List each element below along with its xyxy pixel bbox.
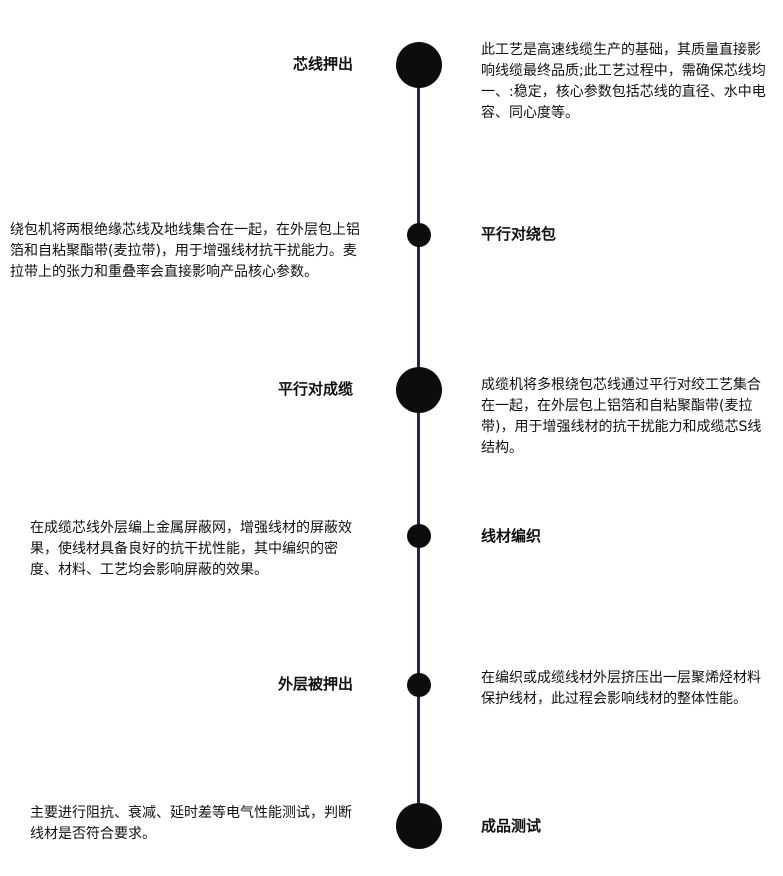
timeline-node-6 xyxy=(396,803,442,849)
step-3-title: 平行对成缆 xyxy=(277,380,353,398)
step-4-title: 线材编织 xyxy=(481,527,542,545)
step-2-title: 平行对绕包 xyxy=(481,225,557,243)
timeline-node-4 xyxy=(407,524,431,548)
timeline-node-1 xyxy=(396,42,442,88)
step-5-title: 外层被押出 xyxy=(277,675,353,693)
step-6-title: 成品测试 xyxy=(481,817,542,835)
step-6-description: 主要进行阻抗、衰减、延时差等电气性能测试，判断线材是否符合要求。 xyxy=(30,805,352,842)
step-4-description: 在成缆芯线外层编上金属屏蔽网，增强线材的屏蔽效果，使线材具备良好的抗干扰性能，其… xyxy=(30,520,352,578)
timeline-node-5 xyxy=(407,673,431,697)
step-1-title: 芯线押出 xyxy=(292,55,353,73)
step-5-description: 在编织或成缆线材外层挤压出一层聚烯烃材料保护线材，此过程会影响线材的整体性能。 xyxy=(481,670,761,707)
step-3-description: 成缆机将多根绕包芯线通过平行对绞工艺集合在一起，在外层包上铝箔和自粘聚酯带(麦拉… xyxy=(481,377,762,456)
step-2-description: 绕包机将两根绝缘芯线及地线集合在一起，在外层包上铝箔和自粘聚酯带(麦拉带)，用于… xyxy=(10,222,360,280)
timeline-node-3 xyxy=(396,367,442,413)
timeline-node-2 xyxy=(407,223,431,247)
step-1-description: 此工艺是高速线缆生产的基础，其质量直接影响线缆最终品质;此工艺过程中，需确保芯线… xyxy=(481,42,766,121)
timeline-line xyxy=(417,62,420,826)
